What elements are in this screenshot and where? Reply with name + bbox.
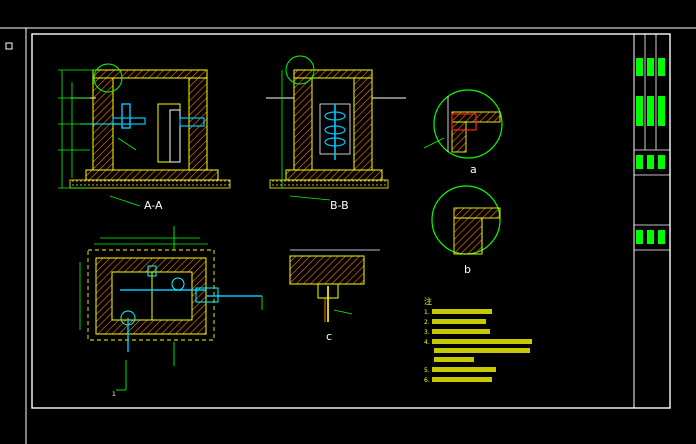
note-2: 2. [424, 319, 430, 326]
detail-a: a [423, 89, 503, 176]
note-1: 1. [424, 309, 430, 316]
plan-view: 1 [79, 226, 263, 398]
notes-title: 注 [424, 296, 432, 306]
detail-c: c [289, 249, 380, 343]
detail-b-label: b [464, 263, 471, 276]
detail-c-label: c [326, 330, 332, 343]
detail-a-label: a [470, 163, 477, 176]
note-4: 4. [424, 339, 430, 346]
plan-cut-label: 1 [112, 391, 116, 398]
detail-b: b [431, 185, 501, 276]
note-3: 3. [424, 329, 430, 336]
drawing-frame [0, 27, 696, 444]
ucs-marker [5, 42, 13, 50]
section-aa-label: A-A [144, 199, 163, 212]
section-aa: A-A [58, 63, 231, 212]
note-6: 6. [424, 377, 430, 384]
section-bb: B-B [266, 55, 406, 212]
title-block [633, 34, 670, 408]
note-5: 5. [424, 367, 430, 374]
section-bb-label: B-B [330, 199, 349, 212]
notes-block: 注 1. 2. 3. 4. 5. 6. [424, 296, 532, 384]
